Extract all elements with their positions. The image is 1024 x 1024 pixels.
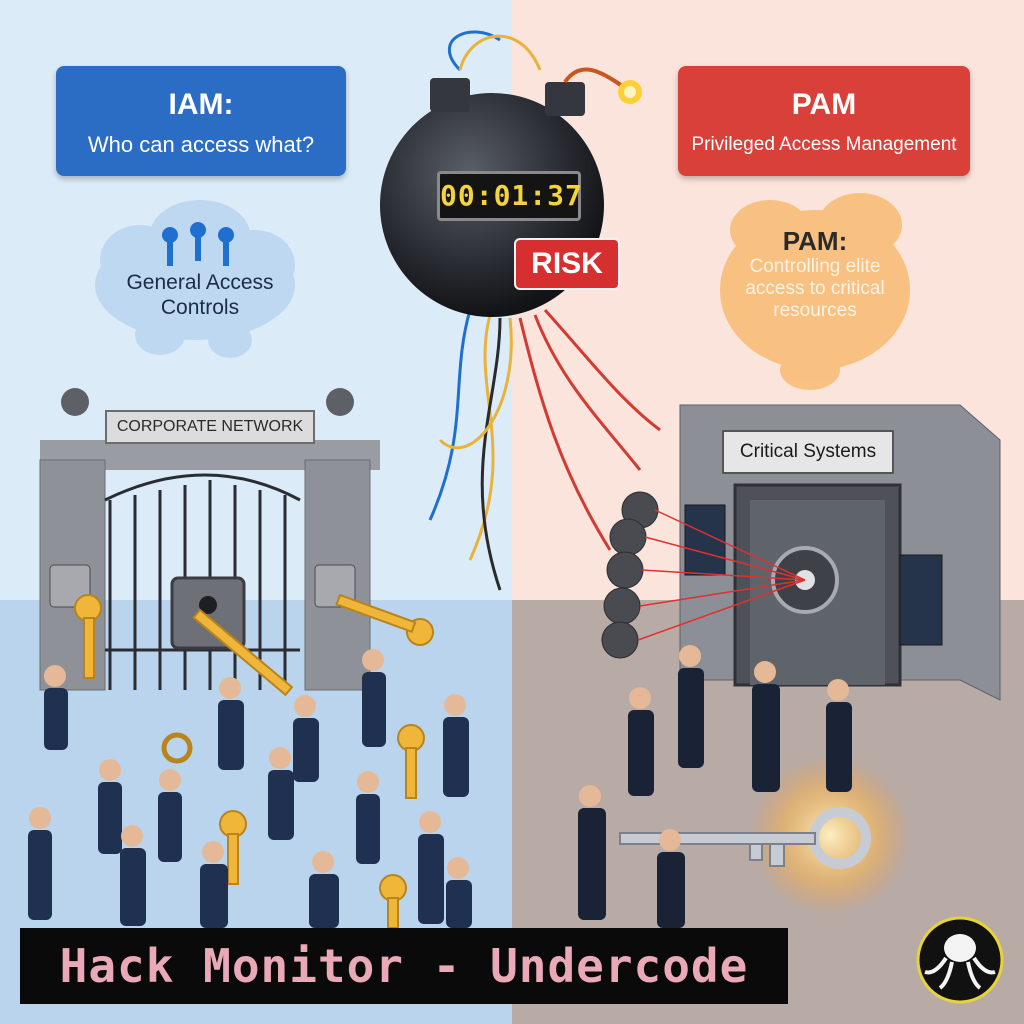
iam-title: IAM: [168,88,234,121]
vault-wall [679,404,1001,701]
master-key-icon [619,807,871,869]
key-glow [750,755,910,915]
employees-crowd [28,649,472,928]
pam-cloud-text: Controlling elite access to critical res… [745,256,885,321]
bomb-timer: 00:01:37 [437,171,582,221]
octopus-logo-icon [916,916,1004,1004]
iam-cloud-text: General Access Controls [126,271,274,319]
watermark-banner: Hack Monitor - Undercode [20,928,788,1004]
laser-sensors [601,491,806,659]
banner-text: Hack Monitor - Undercode [59,939,749,993]
pam-title-box: PAM Privileged Access Management [678,66,970,176]
iam-subtitle: Who can access what? [87,132,315,157]
pam-subtitle: Privileged Access Management [691,134,957,155]
corporate-network-plaque: CORPORATE NETWORK [105,410,315,444]
pam-cloud-title: PAM: [782,226,848,256]
golden-keys [74,593,434,929]
bomb-wires [428,30,661,591]
key-icon [162,222,234,266]
critical-systems-plaque: Critical Systems [722,430,894,474]
pam-cloud [720,193,910,390]
risk-badge: RISK [514,238,620,290]
iam-title-box: IAM: Who can access what? [56,66,346,176]
padlock-icon [49,564,356,650]
pam-title: PAM [791,88,857,121]
security-guards [578,645,852,928]
iam-cloud [95,200,295,358]
